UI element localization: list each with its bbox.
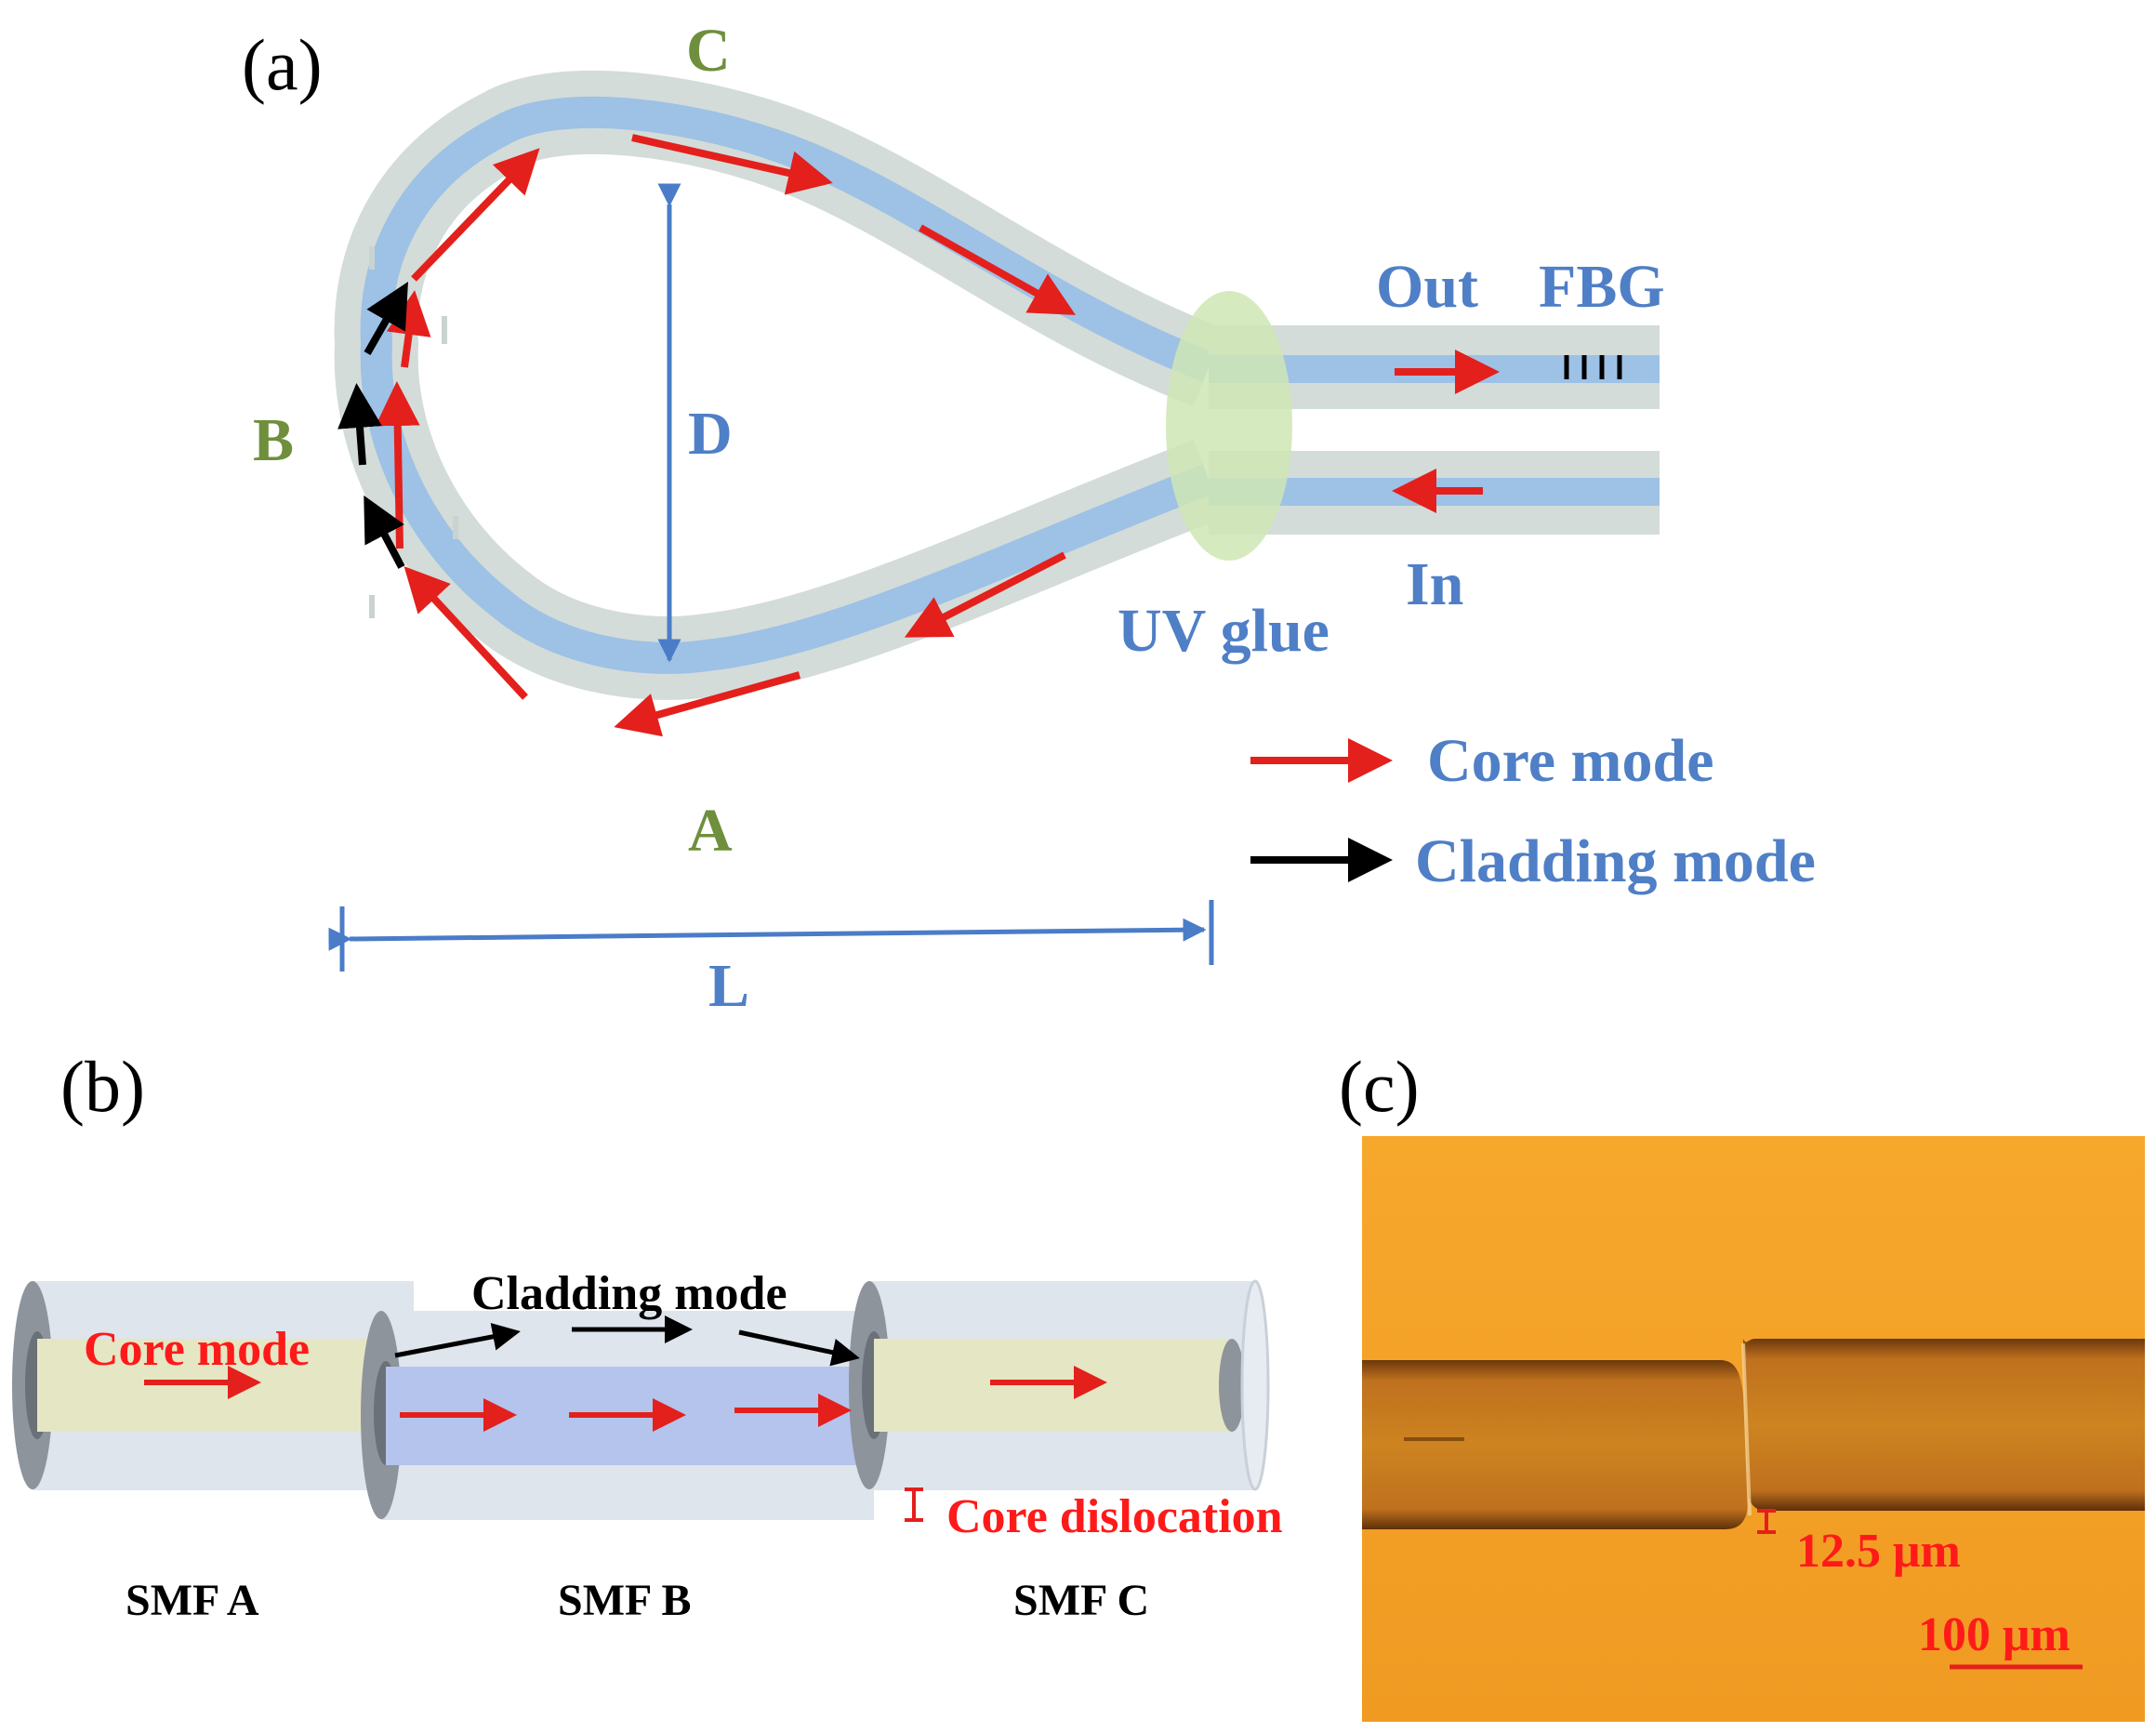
uv-glue-blob bbox=[1166, 291, 1292, 561]
smf-c-fiber bbox=[849, 1279, 1270, 1491]
micrograph-fiber-left bbox=[1362, 1360, 1748, 1529]
panel-b-cladding-mode-label: Cladding mode bbox=[471, 1267, 787, 1320]
panel-c-label: (c) bbox=[1339, 1046, 1420, 1127]
smf-c-label: SMF C bbox=[1013, 1576, 1149, 1625]
smf-b-label: SMF B bbox=[558, 1576, 692, 1625]
core-dislocation-marker bbox=[905, 1487, 923, 1522]
smf-a-label: SMF A bbox=[126, 1576, 259, 1625]
loop-cladding-mode-arrows bbox=[337, 282, 408, 569]
loop-core-mode-arrows bbox=[375, 134, 1500, 737]
panel-b-label: (b) bbox=[60, 1046, 145, 1127]
offset-label: 12.5 μm bbox=[1796, 1525, 1961, 1578]
fbg-label: FBG bbox=[1539, 253, 1665, 321]
d-label: D bbox=[688, 400, 733, 468]
legend: Core mode Cladding mode bbox=[1250, 727, 1816, 895]
legend-core-mode-label: Core mode bbox=[1427, 727, 1714, 795]
scale-bar-label: 100 μm bbox=[1918, 1608, 2070, 1661]
panel-b-core-mode-label: Core mode bbox=[84, 1323, 310, 1376]
fiber-loop-cladding bbox=[334, 70, 1224, 700]
uv-glue-label: UV glue bbox=[1118, 597, 1329, 665]
micrograph-fiber-right bbox=[1743, 1339, 2145, 1511]
offset-marker bbox=[1757, 1509, 1776, 1534]
l-dimension-arrow bbox=[328, 900, 1214, 972]
panel-b-core-mode-arrows bbox=[144, 1366, 1107, 1432]
core-dislocation-label: Core dislocation bbox=[946, 1490, 1283, 1543]
panel-c: (c) 12.5 μm 100 μm bbox=[1339, 1046, 2145, 1722]
point-c-label: C bbox=[686, 17, 731, 85]
core-offset-segments bbox=[369, 246, 458, 618]
in-port-label: In bbox=[1406, 550, 1463, 618]
point-a-label: A bbox=[688, 797, 733, 865]
fbg-grating-marks bbox=[1564, 355, 1622, 379]
out-port-label: Out bbox=[1376, 253, 1478, 321]
panel-b: (b) bbox=[12, 1046, 1283, 1625]
panel-a: (a) bbox=[242, 17, 1816, 1020]
fiber-splice-interface bbox=[1741, 1342, 1752, 1516]
panel-a-label: (a) bbox=[242, 24, 323, 105]
smf-a-fiber bbox=[12, 1281, 414, 1490]
panel-b-cladding-mode-arrows bbox=[394, 1316, 860, 1367]
legend-cladding-mode-label: Cladding mode bbox=[1415, 827, 1816, 895]
point-b-label: B bbox=[253, 406, 294, 474]
l-label: L bbox=[708, 952, 749, 1020]
